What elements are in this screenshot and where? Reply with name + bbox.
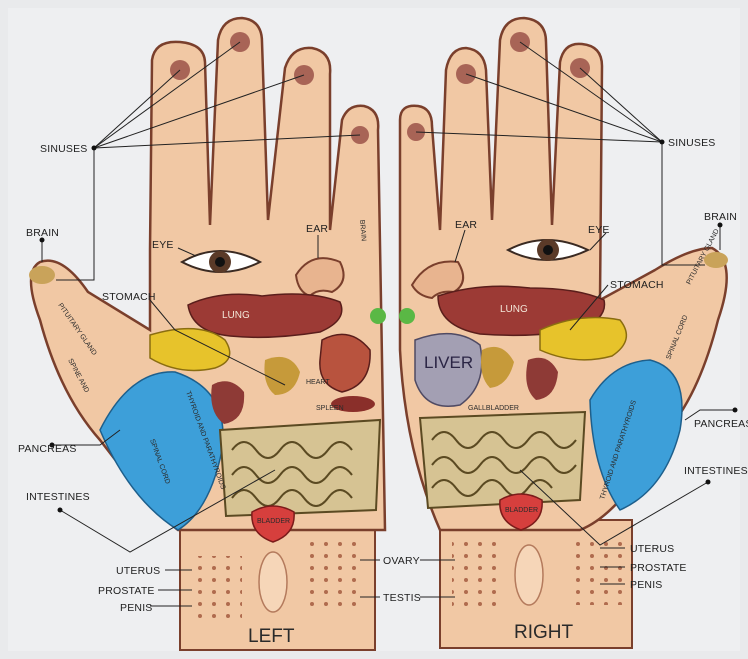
eye-label-left: EYE (152, 239, 174, 251)
pancreas-label-left: PANCREAS (18, 443, 77, 455)
uterus-prostate-penis-zone-left (192, 556, 242, 626)
lung-label-right: LUNG (500, 304, 528, 315)
eye-label-right: EYE (588, 224, 610, 236)
testis-label: TESTIS (383, 592, 421, 604)
prostate-label-left: PROSTATE (98, 585, 155, 597)
liver-label: LIVER (424, 353, 473, 372)
lung-label-left: LUNG (222, 310, 250, 321)
ear-point-left (370, 308, 386, 324)
wrist-oval-right (515, 545, 543, 605)
intestines-right (420, 412, 585, 508)
wrist-oval-left (259, 552, 287, 612)
uterus-label-left: UTERUS (116, 565, 160, 577)
stomach-label-right: STOMACH (610, 279, 664, 291)
brain-label-left: BRAIN (26, 227, 59, 239)
penis-label-right: PENIS (630, 579, 663, 591)
uterus-label-right: UTERUS (630, 543, 674, 555)
pancreas-label-right: PANCREAS (694, 418, 748, 430)
ear-label-right: EAR (455, 219, 477, 231)
heart-label: HEART (306, 379, 330, 386)
right-hand-title: RIGHT (514, 622, 574, 643)
stomach-left (150, 329, 230, 371)
brain-point-left (29, 266, 55, 284)
penis-label-left: PENIS (120, 602, 153, 614)
bladder-label-right: BLADDER (505, 507, 538, 514)
ovary-testis-zone-right (452, 538, 502, 608)
spleen-label: SPLEEN (316, 405, 344, 412)
lung-left (188, 294, 342, 337)
sinuses-label-left: SINUSES (40, 143, 88, 155)
stomach-label-left: STOMACH (102, 291, 156, 303)
left-hand-title: LEFT (248, 626, 295, 647)
brain-label-right: BRAIN (704, 211, 737, 223)
bladder-label-left: BLADDER (257, 518, 290, 525)
prostate-label-right: PROSTATE (630, 562, 687, 574)
sinuses-label-right: SINUSES (668, 137, 716, 149)
gallbladder-label: GALLBLADDER (468, 405, 519, 412)
ear-label-left: EAR (306, 223, 328, 235)
ovary-label: OVARY (383, 555, 420, 567)
intestines-label-right: INTESTINES (684, 465, 748, 477)
intestines-label-left: INTESTINES (26, 491, 90, 503)
ovary-testis-zone-left (305, 540, 363, 612)
ear-point-right (399, 308, 415, 324)
